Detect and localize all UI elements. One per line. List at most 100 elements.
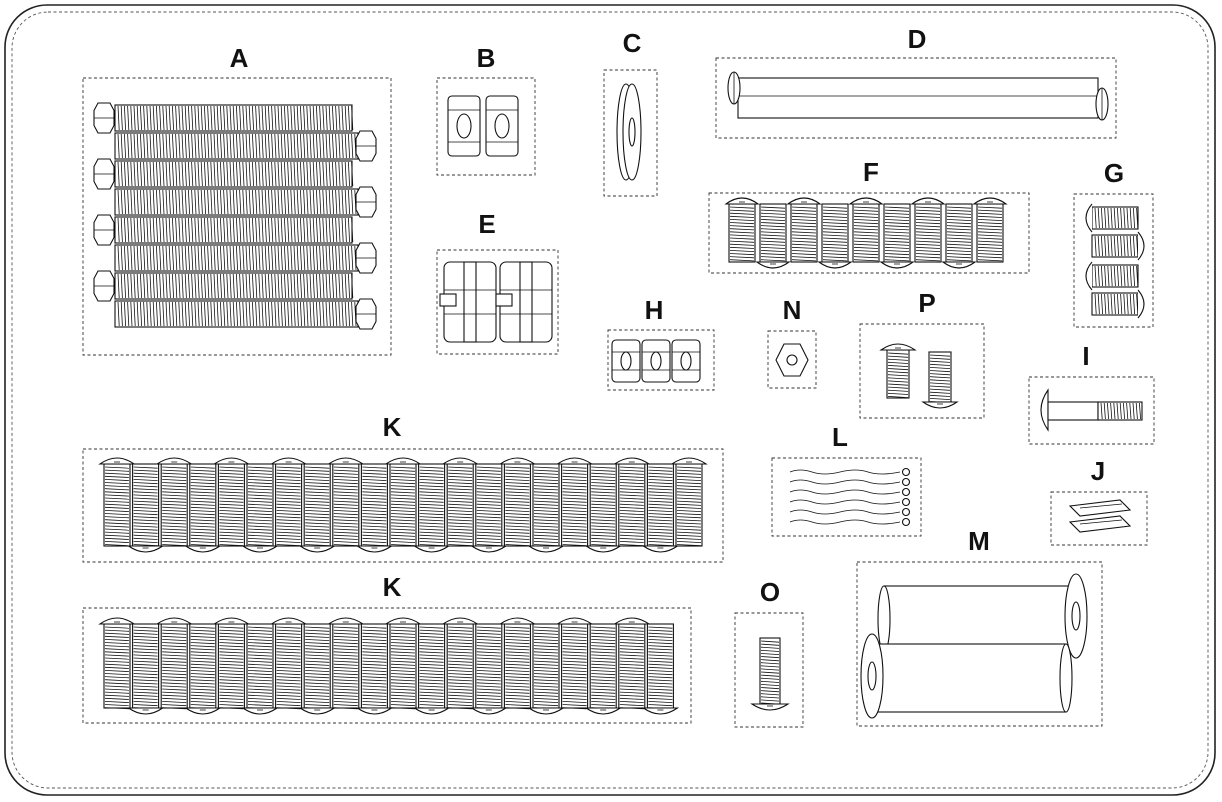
castle-nut-group-e bbox=[439, 261, 553, 343]
button-head-bolt-k bbox=[441, 457, 479, 547]
group-box-k2 bbox=[82, 607, 692, 724]
button-head-bolt-group-g bbox=[1085, 203, 1145, 319]
label-g: G bbox=[1104, 158, 1124, 188]
spacer-sleeve-m bbox=[860, 633, 1073, 719]
nylon-lock-nut-b bbox=[447, 95, 481, 157]
cotter-pin-group-l bbox=[789, 467, 911, 527]
hex-bolt-a bbox=[114, 242, 377, 274]
group-box-d bbox=[715, 57, 1117, 139]
spring-clip-j bbox=[1068, 515, 1132, 533]
button-head-bolt-group-k-top bbox=[98, 457, 708, 553]
group-box-c bbox=[603, 69, 658, 197]
button-head-bolt-k bbox=[641, 463, 680, 553]
button-head-bolt-p bbox=[879, 343, 917, 399]
hex-bolt-a bbox=[114, 130, 377, 162]
button-head-bolt-k bbox=[555, 457, 594, 547]
lock-nut-group-h bbox=[611, 339, 701, 383]
button-head-bolt-group-f bbox=[724, 197, 1008, 269]
nylon-lock-nut-b bbox=[485, 95, 519, 157]
button-head-bolt-k bbox=[184, 623, 222, 715]
cotter-pin-l bbox=[789, 497, 911, 507]
button-head-bolt-k bbox=[441, 617, 479, 710]
label-i: I bbox=[1082, 341, 1089, 371]
sheet-border bbox=[4, 4, 1216, 796]
button-head-bolt-k bbox=[384, 617, 422, 710]
button-head-bolt-f bbox=[972, 197, 1008, 263]
hex-bolt-a bbox=[93, 214, 354, 246]
label-c: C bbox=[623, 28, 642, 58]
spring-clip-j bbox=[1068, 499, 1132, 517]
hex-bolt-a bbox=[114, 186, 377, 218]
button-head-bolt-k bbox=[298, 623, 336, 715]
button-head-bolt-group-k-bottom bbox=[98, 617, 680, 715]
hex-bolt-a bbox=[114, 298, 377, 330]
button-head-bolt-k bbox=[126, 463, 165, 553]
label-k-top: K bbox=[383, 412, 402, 442]
button-head-bolt-g bbox=[1085, 203, 1145, 261]
group-box-e bbox=[436, 249, 559, 355]
button-head-bolt-k bbox=[412, 463, 451, 553]
button-head-bolt-k bbox=[584, 463, 622, 553]
cotter-pin-l bbox=[789, 477, 911, 487]
label-d: D bbox=[908, 24, 927, 54]
button-head-bolt-k bbox=[155, 617, 193, 710]
group-box-f bbox=[708, 192, 1030, 274]
button-head-bolt-k bbox=[470, 463, 508, 553]
button-head-bolt-f bbox=[755, 203, 791, 269]
cotter-pin-l bbox=[789, 467, 911, 477]
button-head-bolt-k bbox=[498, 457, 537, 547]
carriage-bolt-i bbox=[1040, 388, 1143, 432]
button-head-bolt-f bbox=[879, 203, 915, 269]
cotter-pin-l bbox=[789, 487, 911, 497]
button-head-bolt-p bbox=[921, 351, 959, 409]
button-head-bolt-k bbox=[298, 463, 336, 553]
lock-nut-h bbox=[671, 339, 701, 383]
button-head-bolt-k bbox=[527, 623, 565, 715]
button-head-bolt-k bbox=[327, 457, 365, 547]
group-box-l bbox=[771, 457, 922, 537]
button-head-bolt-k bbox=[527, 463, 565, 553]
button-head-bolt-group-p bbox=[879, 343, 959, 409]
button-head-bolt-k bbox=[241, 623, 279, 715]
button-head-bolt-k bbox=[184, 463, 222, 553]
button-head-bolt-k bbox=[98, 457, 136, 547]
button-head-bolt-g bbox=[1085, 261, 1145, 319]
button-head-bolt-f bbox=[724, 197, 760, 263]
button-head-bolt-k bbox=[269, 617, 308, 710]
label-n: N bbox=[783, 295, 802, 325]
label-l: L bbox=[832, 422, 848, 452]
cotter-pin-l bbox=[789, 507, 911, 517]
button-head-bolt-k bbox=[269, 457, 308, 547]
group-box-i bbox=[1028, 376, 1155, 445]
label-j: J bbox=[1091, 456, 1105, 486]
spacer-sleeve-m bbox=[877, 573, 1088, 659]
spacer-sleeve-group-m bbox=[860, 573, 1088, 719]
label-p: P bbox=[918, 288, 935, 318]
button-head-bolt-f bbox=[817, 203, 853, 269]
label-f: F bbox=[863, 157, 879, 187]
button-head-bolt-k bbox=[355, 463, 394, 553]
label-e: E bbox=[478, 209, 495, 239]
button-head-bolt-k bbox=[412, 623, 451, 715]
button-head-bolt-k bbox=[613, 457, 651, 547]
label-h: H bbox=[645, 295, 664, 325]
group-box-g bbox=[1073, 193, 1154, 328]
castle-nut-e bbox=[439, 261, 497, 343]
group-box-j bbox=[1050, 491, 1148, 546]
button-head-bolt-f bbox=[786, 197, 822, 263]
hex-bolt-a bbox=[93, 158, 354, 190]
button-head-bolt-k bbox=[498, 617, 537, 710]
castle-nut-e bbox=[495, 261, 553, 343]
button-head-bolt-k bbox=[613, 617, 651, 710]
label-m: M bbox=[968, 526, 990, 556]
button-head-bolt-f bbox=[941, 203, 977, 269]
button-head-bolt-k bbox=[670, 457, 708, 547]
button-head-bolt-k bbox=[641, 623, 680, 715]
sheet-inner-border bbox=[11, 11, 1209, 789]
hex-bolt-a bbox=[93, 102, 354, 134]
group-box-m bbox=[856, 561, 1103, 727]
button-head-bolt-k bbox=[155, 457, 193, 547]
label-a: A bbox=[230, 43, 249, 73]
button-head-bolt-k bbox=[241, 463, 279, 553]
